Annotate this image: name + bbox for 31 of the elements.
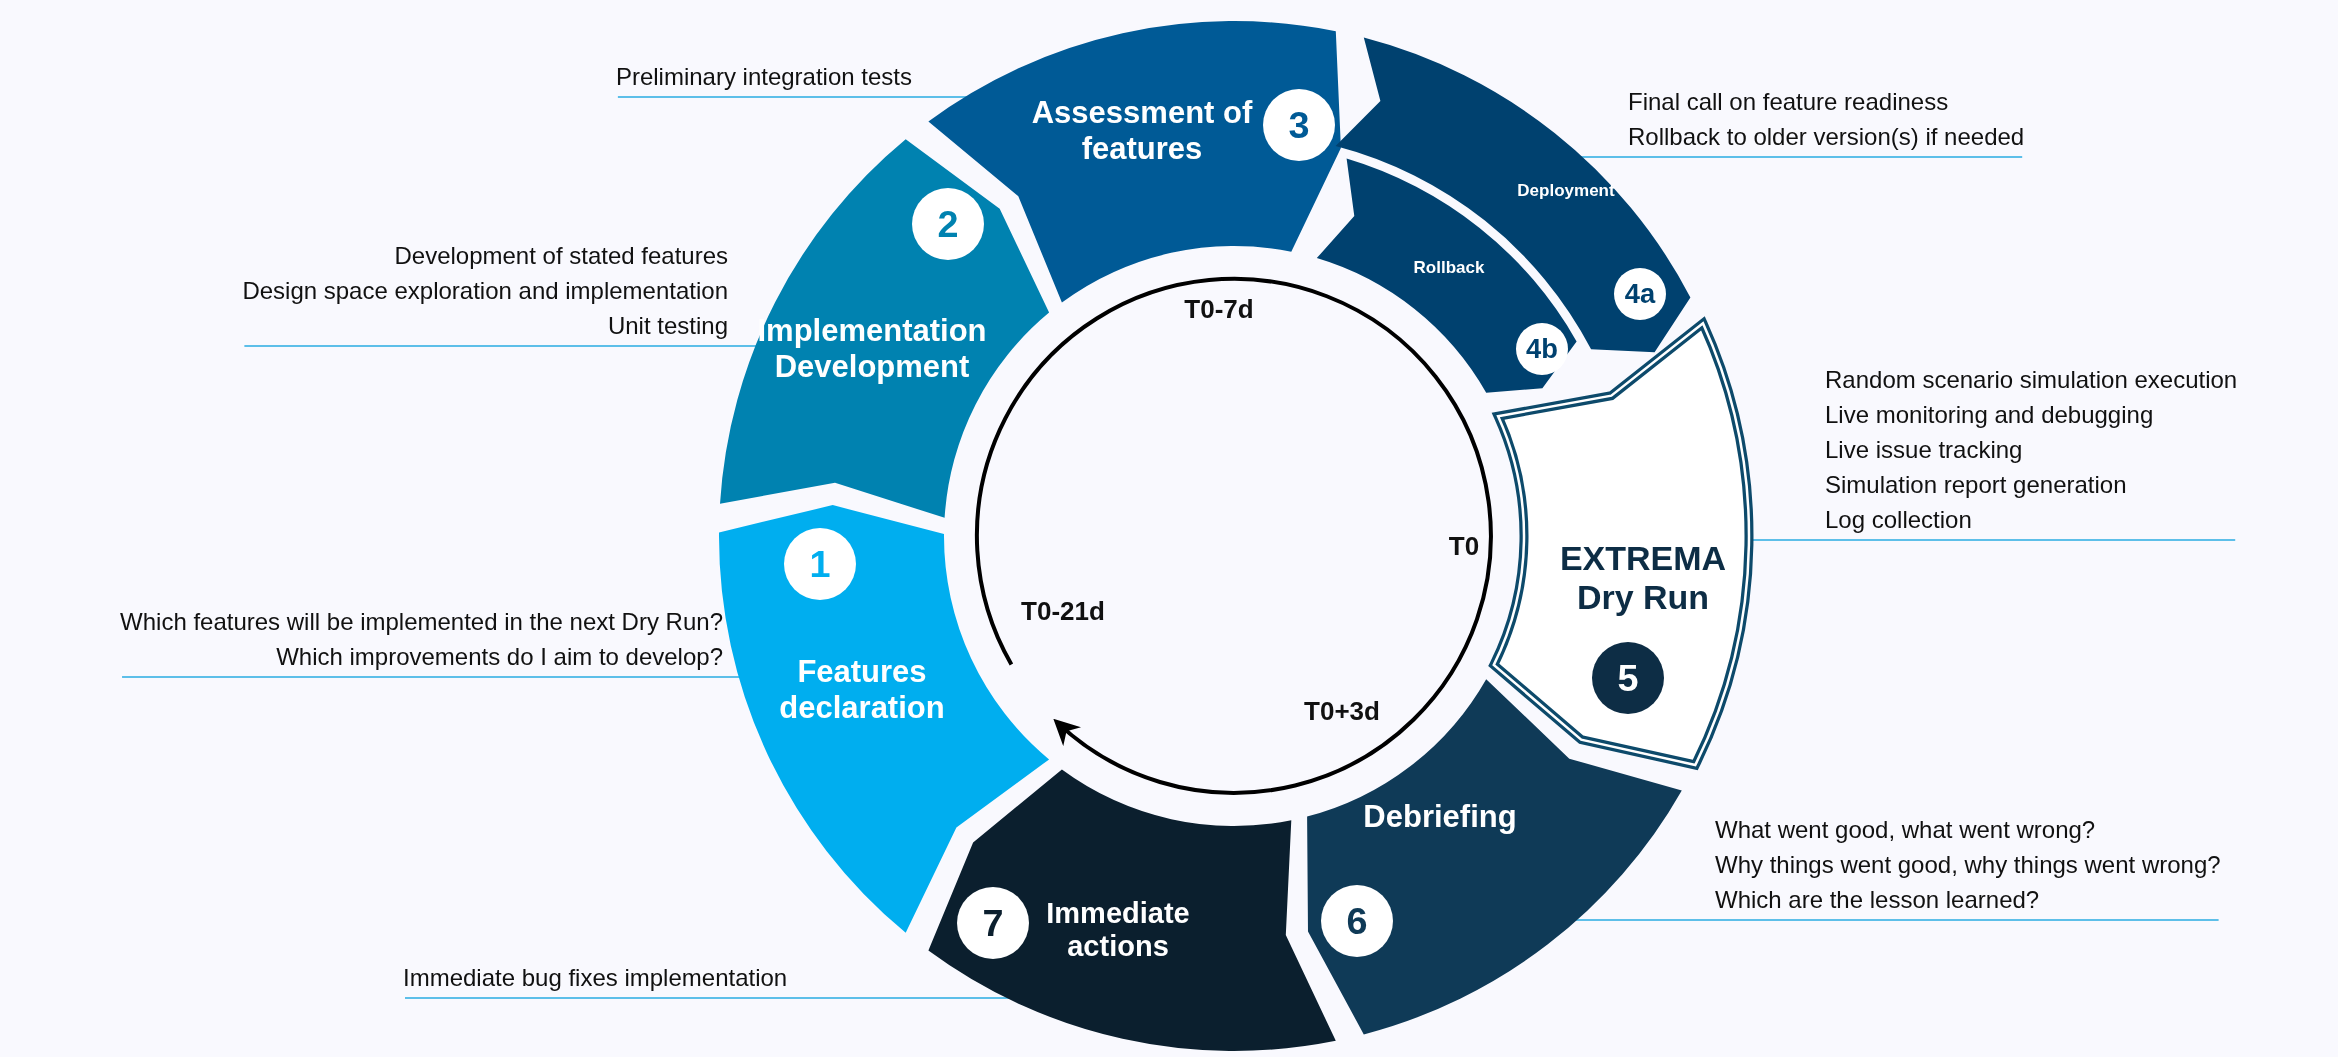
annotation-text: Final call on feature readiness — [1628, 87, 1950, 117]
annotation-text: Simulation report generation — [1825, 470, 2128, 500]
annotation-text: Rollback to older version(s) if needed — [1628, 122, 2025, 152]
segment-title: Implementation Development — [756, 313, 988, 385]
annotation-text: Which are the lesson learned? — [1715, 885, 2041, 915]
segment-title: Rollback — [1413, 258, 1485, 278]
segment-title: Debriefing — [1363, 799, 1517, 835]
time-label: T0-7d — [1184, 293, 1254, 325]
annotation-text: Which improvements do I aim to develop? — [275, 642, 723, 672]
annotation-text: Random scenario simulation execution — [1825, 365, 2238, 395]
annotation-text: Which features will be implemented in the next Dry Run? — [120, 607, 723, 637]
annotation-text: Unit testing — [606, 311, 728, 341]
segment-title: Features declaration — [778, 654, 946, 726]
annotation-text: Why things went good, why things went wrong? — [1715, 850, 2221, 880]
annotation-text: What went good, what went wrong? — [1715, 815, 2097, 845]
annotation-text: Live monitoring and debugging — [1825, 400, 2155, 430]
segment-title: Deployment — [1517, 181, 1615, 201]
cycle-segment — [1489, 318, 1753, 770]
time-label: T0+3d — [1304, 695, 1380, 727]
time-label: T0 — [1448, 530, 1480, 562]
time-label: T0-21d — [1021, 595, 1105, 627]
segment-title: EXTREMA Dry Run — [1558, 538, 1728, 618]
segment-title: Assessment of features — [1030, 95, 1254, 167]
segment-title: Immediate actions — [1045, 896, 1191, 964]
annotation-text: Live issue tracking — [1825, 435, 2024, 465]
annotation-text: Log collection — [1825, 505, 1973, 535]
annotation-text: Preliminary integration tests — [615, 62, 912, 92]
annotation-text: Development of stated features — [393, 241, 728, 271]
annotation-text: Immediate bug fixes implementation — [403, 963, 788, 993]
cycle-segment — [928, 769, 1336, 1051]
annotation-text: Design space exploration and implementation — [242, 276, 728, 306]
